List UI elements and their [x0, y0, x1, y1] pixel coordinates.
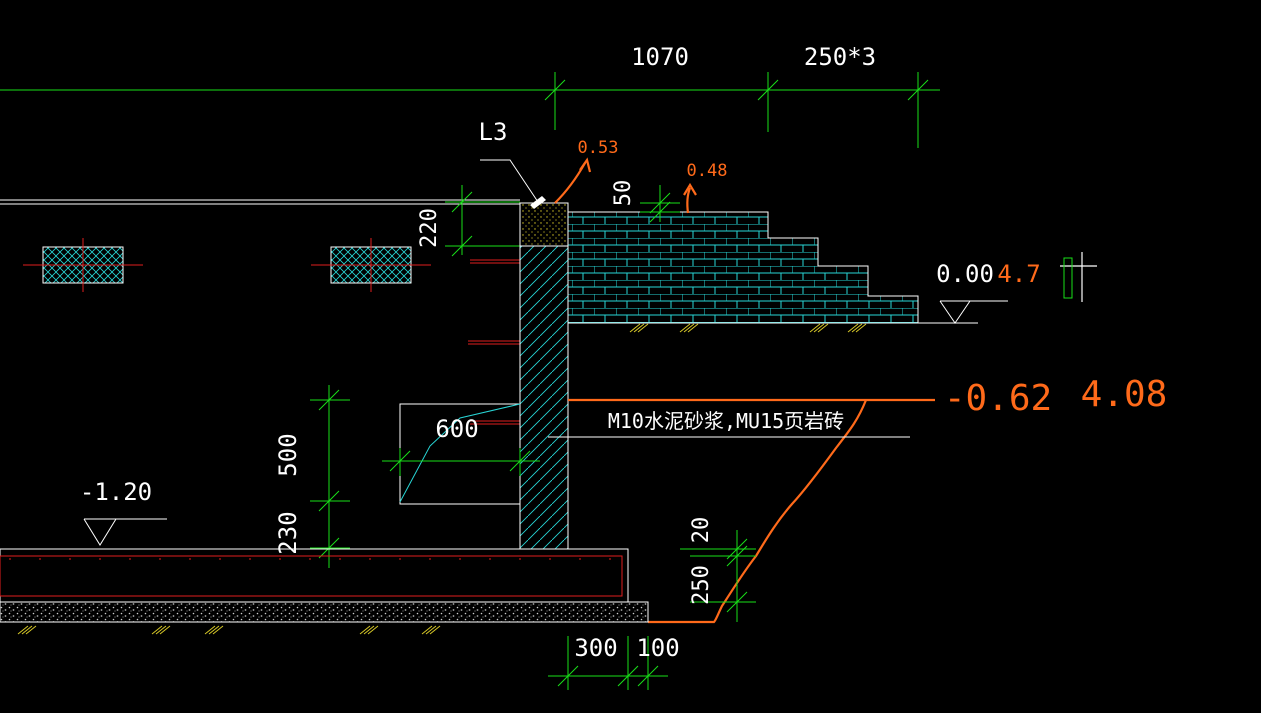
wall-height-dimensions — [310, 385, 350, 568]
top-dimension-line — [0, 72, 940, 148]
dim-top-steps: 250*3 — [804, 43, 876, 71]
cursor-crosshair-icon — [1060, 252, 1097, 302]
dim-step-top: 50 — [611, 180, 636, 207]
dim-beam-height: 220 — [417, 208, 442, 248]
elevation-top: 0.00 — [936, 260, 994, 288]
cap-beam-l3 — [480, 159, 569, 247]
elevation-marker-left — [83, 518, 167, 546]
dim-bottom-left: 300 — [574, 634, 617, 662]
dim-opening-width: 600 — [435, 415, 478, 443]
beam-height-dimension — [445, 185, 520, 257]
retaining-wall — [519, 245, 569, 550]
brick-steps — [567, 211, 919, 324]
elevation-marker-top — [918, 300, 1008, 324]
dim-footing-top: 20 — [689, 517, 714, 544]
step-top-dimension — [640, 185, 680, 223]
elevation-mid-value: 4.08 — [1081, 374, 1168, 415]
sleeve-right — [311, 238, 431, 292]
elevation-top-value: 4.7 — [997, 260, 1040, 288]
leader-arrows — [554, 157, 697, 214]
bottom-dimensions — [548, 636, 668, 690]
ground-marks-upper — [629, 323, 867, 333]
slab-outline — [0, 199, 520, 205]
dim-bottom-right: 100 — [636, 634, 679, 662]
elevation-mid: -0.62 — [944, 378, 1052, 419]
material-note: M10水泥砂浆,MU15页岩砖 — [608, 409, 844, 433]
opening-detail — [382, 403, 540, 505]
dim-wall-upper: 500 — [274, 433, 302, 476]
elevation-left: -1.20 — [80, 478, 152, 506]
dim-wall-lower: 230 — [274, 511, 302, 554]
beam-tag: L3 — [479, 118, 508, 146]
sleeve-left — [23, 238, 143, 292]
excavation-line — [568, 398, 935, 624]
footing-height-dimensions — [680, 530, 756, 622]
footing-slab — [0, 548, 649, 623]
rebar-stubs — [468, 259, 520, 425]
dim-footing-slope: 250 — [689, 565, 714, 605]
leader-value-a: 0.53 — [578, 138, 619, 158]
dim-top-span: 1070 — [631, 43, 689, 71]
leader-value-b: 0.48 — [687, 161, 728, 181]
ground-marks-lower — [17, 625, 441, 635]
